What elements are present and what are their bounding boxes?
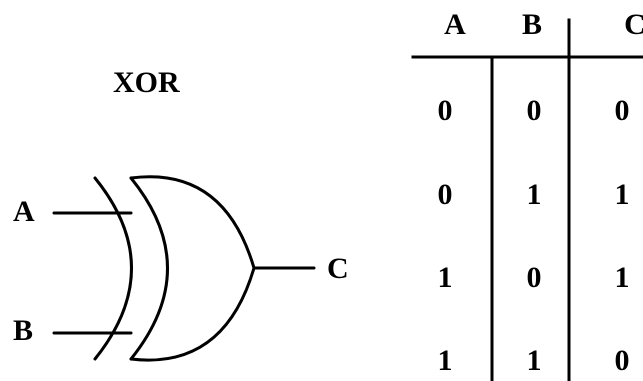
gate-input-a-label: A bbox=[13, 195, 35, 228]
table-cell-r1-c: 0 bbox=[614, 94, 630, 127]
xor-extra-curve bbox=[93, 176, 133, 361]
table-cell-r3-c: 1 bbox=[614, 261, 630, 294]
table-header-a: A bbox=[444, 8, 466, 41]
table-cell-r1-b: 0 bbox=[526, 94, 542, 127]
table-cell-r2-b: 1 bbox=[526, 178, 542, 211]
table-cell-r4-b: 1 bbox=[526, 344, 542, 377]
gate-bottom-arc bbox=[129, 266, 256, 362]
table-cell-r4-c: 0 bbox=[614, 344, 630, 377]
table-cell-r4-a: 1 bbox=[437, 344, 453, 377]
gate-top-arc bbox=[129, 175, 256, 270]
gate-input-b-label: B bbox=[13, 314, 34, 347]
gate-back-curve bbox=[129, 176, 169, 361]
gate-title: XOR bbox=[113, 66, 180, 99]
gate-output-c-label: C bbox=[327, 252, 349, 285]
table-header-c: C bbox=[624, 8, 643, 41]
table-cell-r2-c: 1 bbox=[614, 178, 630, 211]
table-cell-r1-a: 0 bbox=[437, 94, 453, 127]
table-cell-r3-a: 1 bbox=[437, 261, 453, 294]
table-cell-r3-b: 0 bbox=[526, 261, 542, 294]
table-cell-r2-a: 0 bbox=[437, 178, 453, 211]
table-header-b: B bbox=[521, 8, 542, 41]
